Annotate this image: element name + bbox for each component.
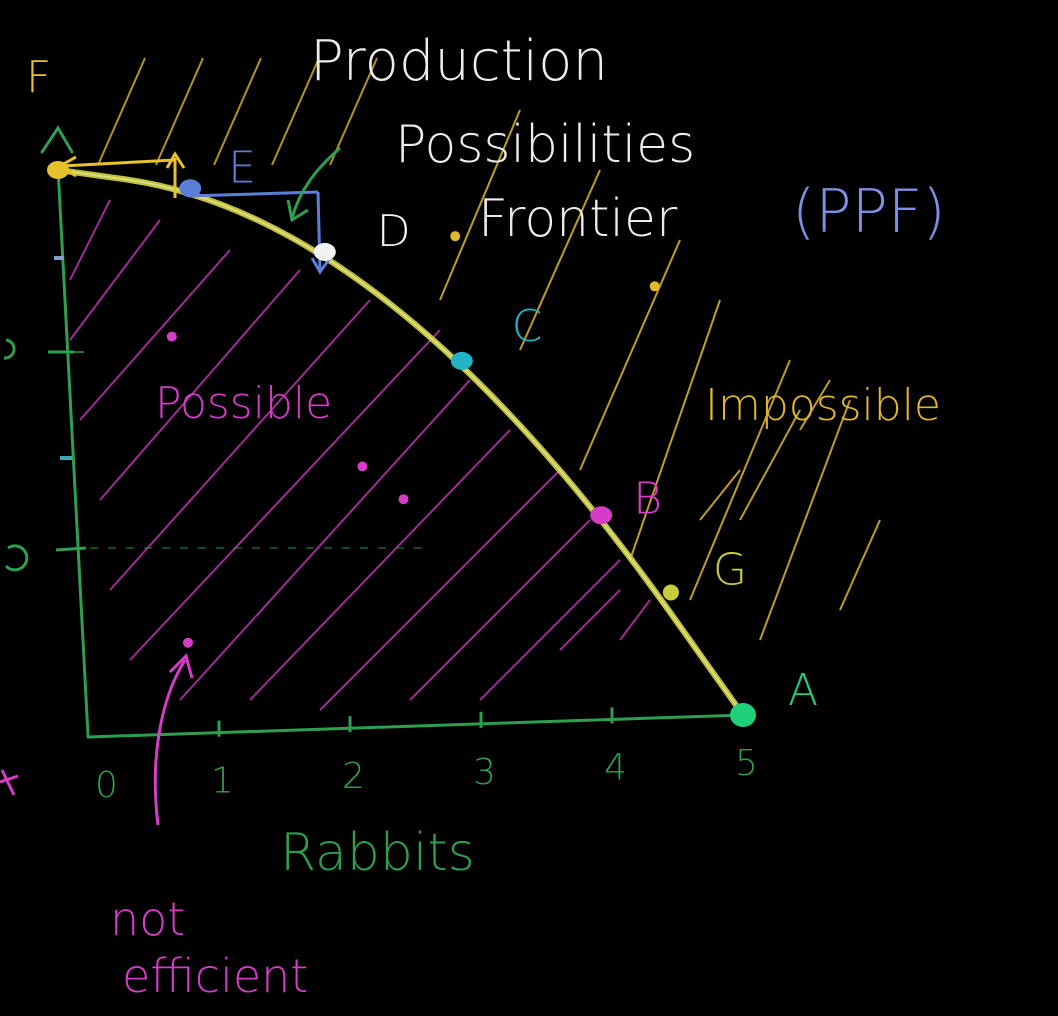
x-tick-label-1: 1 — [211, 761, 234, 802]
possible-hatch-line — [479, 559, 621, 701]
y-tick — [55, 546, 87, 552]
impossible-hatch-line — [839, 519, 881, 611]
impossible-hatch-line — [799, 379, 831, 431]
ppf-point-C — [450, 351, 473, 370]
ppf-point-label-B: B — [633, 473, 662, 524]
x-tick-label-2: 2 — [342, 756, 365, 797]
point-label-G: G — [713, 544, 747, 595]
possible-hatch-line — [409, 519, 591, 701]
impossible-hatch-line — [689, 359, 791, 601]
possible-hatch-line — [179, 379, 471, 701]
impossible-hatch-line — [271, 57, 320, 166]
annotation-line-2: efficient — [122, 949, 308, 1003]
x-tick-label-4: 4 — [604, 747, 627, 788]
possible-hatch-line — [129, 329, 441, 661]
left-edge-fragment — [0, 769, 19, 796]
impossible-hatch-line — [213, 57, 262, 166]
y-axis-arrowhead — [40, 125, 74, 154]
y-axis — [56, 166, 90, 737]
x-axis — [86, 713, 747, 739]
impossible-hatch-line — [699, 469, 741, 521]
point-possible-4 — [398, 494, 409, 505]
possible-hatch-line — [69, 199, 111, 281]
impossible-hatch-line — [739, 409, 801, 521]
x-tick-label-0: 0 — [95, 765, 118, 806]
possible-hatch-line — [99, 269, 301, 501]
ppf-point-label-A: A — [788, 665, 818, 716]
point-possible-2 — [166, 331, 177, 342]
impossible-hatch-line — [155, 57, 204, 166]
point-possible-1 — [183, 637, 193, 648]
x-tick-label-5: 5 — [735, 743, 758, 784]
possible-region-hatching — [69, 199, 651, 711]
ppf-point-A — [730, 703, 756, 727]
impossible-hatch-line — [97, 57, 146, 166]
x-axis-label: Rabbits — [280, 823, 475, 883]
possible-hatch-line — [619, 599, 651, 641]
impossible-hatch-line — [759, 399, 851, 641]
ppf-point-B — [590, 506, 613, 525]
possible-hatch-line — [249, 429, 511, 701]
point-impossible-5 — [450, 231, 461, 242]
title-line-2: Possibilities — [395, 115, 695, 175]
point-impossible-6 — [649, 281, 660, 292]
impossible-label: Impossible — [705, 380, 941, 431]
y-label-fragment — [3, 338, 16, 360]
impossible-hatch-line — [629, 299, 721, 561]
impossible-region-hatching — [97, 57, 881, 641]
possible-hatch-line — [319, 469, 561, 711]
annotation-line-1: not — [110, 892, 185, 946]
ppf-points — [47, 161, 756, 727]
ppf-point-label-D: D — [377, 206, 411, 257]
ppf-point-label-F: F — [26, 52, 51, 103]
point-possible-3 — [357, 461, 368, 472]
impossible-hatch-line — [329, 57, 378, 166]
title-line-1: Production — [310, 29, 608, 94]
x-axis-tick-labels: 0 1 2 3 4 5 — [95, 743, 758, 806]
impossible-hatch-line — [579, 239, 681, 471]
annotation-arrowhead — [168, 653, 194, 679]
impossible-hatch-line — [439, 109, 521, 301]
possible-label: Possible — [155, 378, 332, 429]
point-G — [662, 584, 679, 601]
possible-hatch-line — [559, 589, 621, 651]
ppf-curve-highlight — [57, 169, 744, 716]
annotation-arrow — [153, 659, 187, 826]
ppf-point-label-C: C — [512, 301, 543, 352]
possible-hatch-line — [69, 219, 161, 341]
y-label-fragment — [4, 544, 29, 572]
extra-points: G — [166, 231, 747, 648]
ppf-point-D — [313, 242, 336, 261]
ppf-point-E — [179, 179, 202, 198]
impossible-hatch-line — [519, 169, 601, 351]
ppf-abbreviation: (PPF) — [792, 177, 946, 247]
title-line-3: Frontier — [478, 189, 678, 249]
ppf-point-F — [47, 161, 69, 179]
x-tick-label-3: 3 — [473, 752, 496, 793]
possible-hatch-line — [79, 249, 231, 421]
ppf-point-label-E: E — [228, 142, 256, 193]
possible-hatch-line — [109, 299, 371, 591]
ppf-point-labels: F E D C B A — [26, 52, 818, 716]
